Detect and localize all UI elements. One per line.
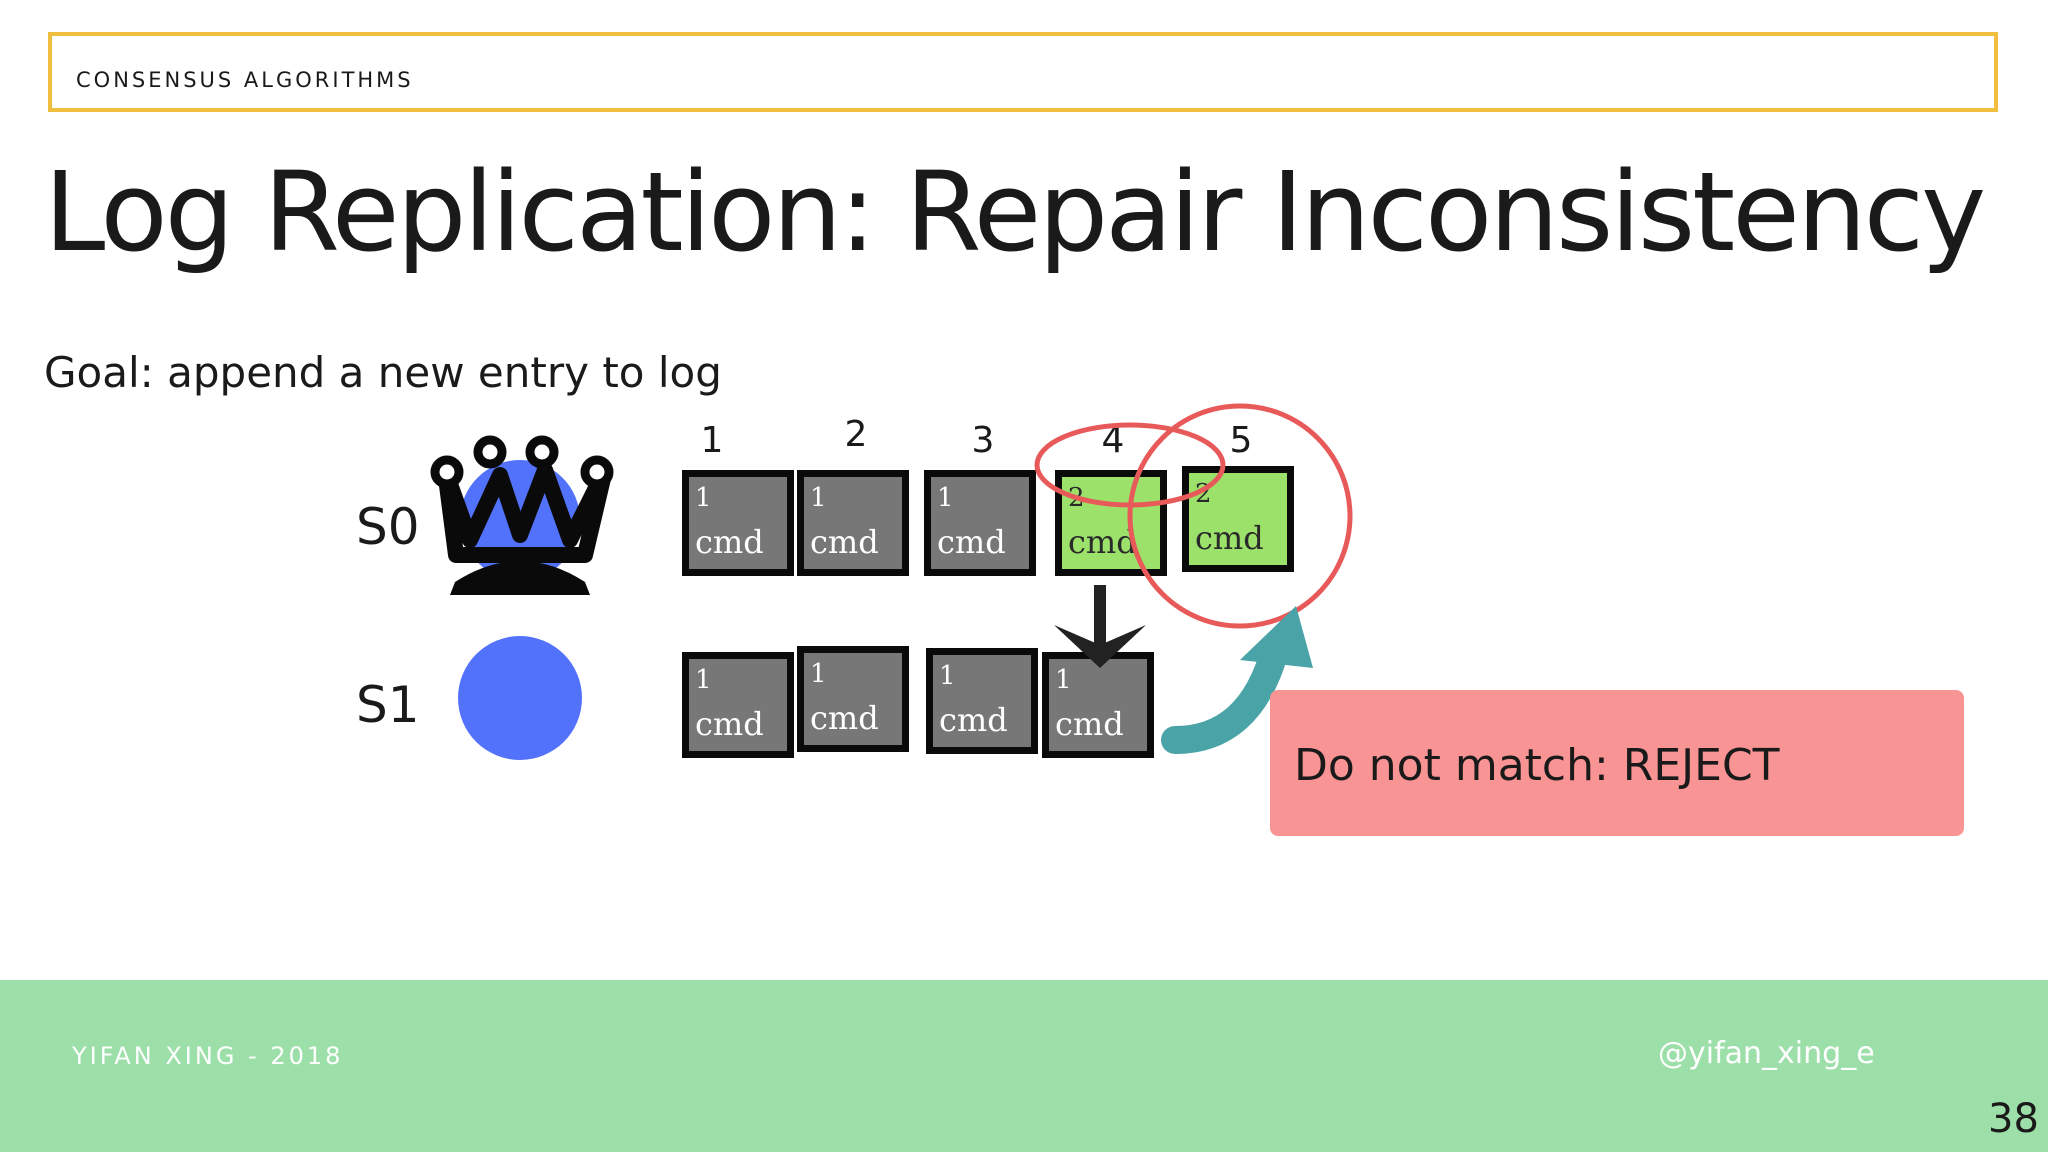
- entry-term: 1: [937, 483, 954, 513]
- entry-term: 1: [695, 483, 712, 513]
- s0-entry-2: 1 cmd: [797, 470, 909, 576]
- entry-cmd: cmd: [695, 705, 764, 743]
- column-index-3: 3: [971, 420, 995, 461]
- section-label: CONSENSUS ALGORITHMS: [76, 68, 414, 92]
- entry-term: 2: [1068, 483, 1085, 513]
- crown-icon: [430, 435, 614, 595]
- reject-callout: Do not match: REJECT: [1270, 690, 1964, 836]
- reject-callout-text: Do not match: REJECT: [1294, 740, 1780, 791]
- s1-entry-1: 1 cmd: [682, 652, 794, 758]
- section-header-box: CONSENSUS ALGORITHMS: [48, 32, 1998, 112]
- entry-term: 1: [939, 661, 956, 691]
- server-label-s1: S1: [356, 676, 420, 734]
- entry-cmd: cmd: [810, 699, 879, 737]
- entry-term: 1: [1055, 665, 1072, 695]
- entry-cmd: cmd: [939, 701, 1008, 739]
- entry-term: 1: [810, 483, 827, 513]
- column-index-1: 1: [700, 420, 724, 461]
- column-index-4: 4: [1101, 420, 1125, 461]
- entry-term: 2: [1195, 479, 1212, 509]
- s0-entry-1: 1 cmd: [682, 470, 794, 576]
- s1-entry-3: 1 cmd: [926, 648, 1038, 754]
- s0-entry-5: 2 cmd: [1182, 466, 1294, 572]
- s0-entry-3: 1 cmd: [924, 470, 1036, 576]
- circle-icon: [458, 636, 582, 760]
- entry-term: 1: [810, 659, 827, 689]
- s1-entry-2: 1 cmd: [797, 646, 909, 752]
- footer-author: YIFAN XING - 2018: [72, 1042, 344, 1070]
- entry-cmd: cmd: [695, 523, 764, 561]
- slide-title: Log Replication: Repair Inconsistency: [44, 148, 1986, 276]
- entry-cmd: cmd: [1068, 523, 1137, 561]
- s1-entry-4: 1 cmd: [1042, 652, 1154, 758]
- column-index-5: 5: [1229, 420, 1253, 461]
- entry-cmd: cmd: [937, 523, 1006, 561]
- entry-term: 1: [695, 665, 712, 695]
- footer-handle: @yifan_xing_e: [1658, 1036, 1875, 1071]
- server-label-s0: S0: [356, 498, 420, 556]
- column-index-2: 2: [844, 414, 868, 455]
- goal-text: Goal: append a new entry to log: [44, 348, 722, 397]
- footer-bar: YIFAN XING - 2018 @yifan_xing_e: [0, 980, 2048, 1152]
- s0-entry-4: 2 cmd: [1055, 470, 1167, 576]
- page-number: 38: [1988, 1096, 2039, 1142]
- entry-cmd: cmd: [1195, 519, 1264, 557]
- entry-cmd: cmd: [810, 523, 879, 561]
- entry-cmd: cmd: [1055, 705, 1124, 743]
